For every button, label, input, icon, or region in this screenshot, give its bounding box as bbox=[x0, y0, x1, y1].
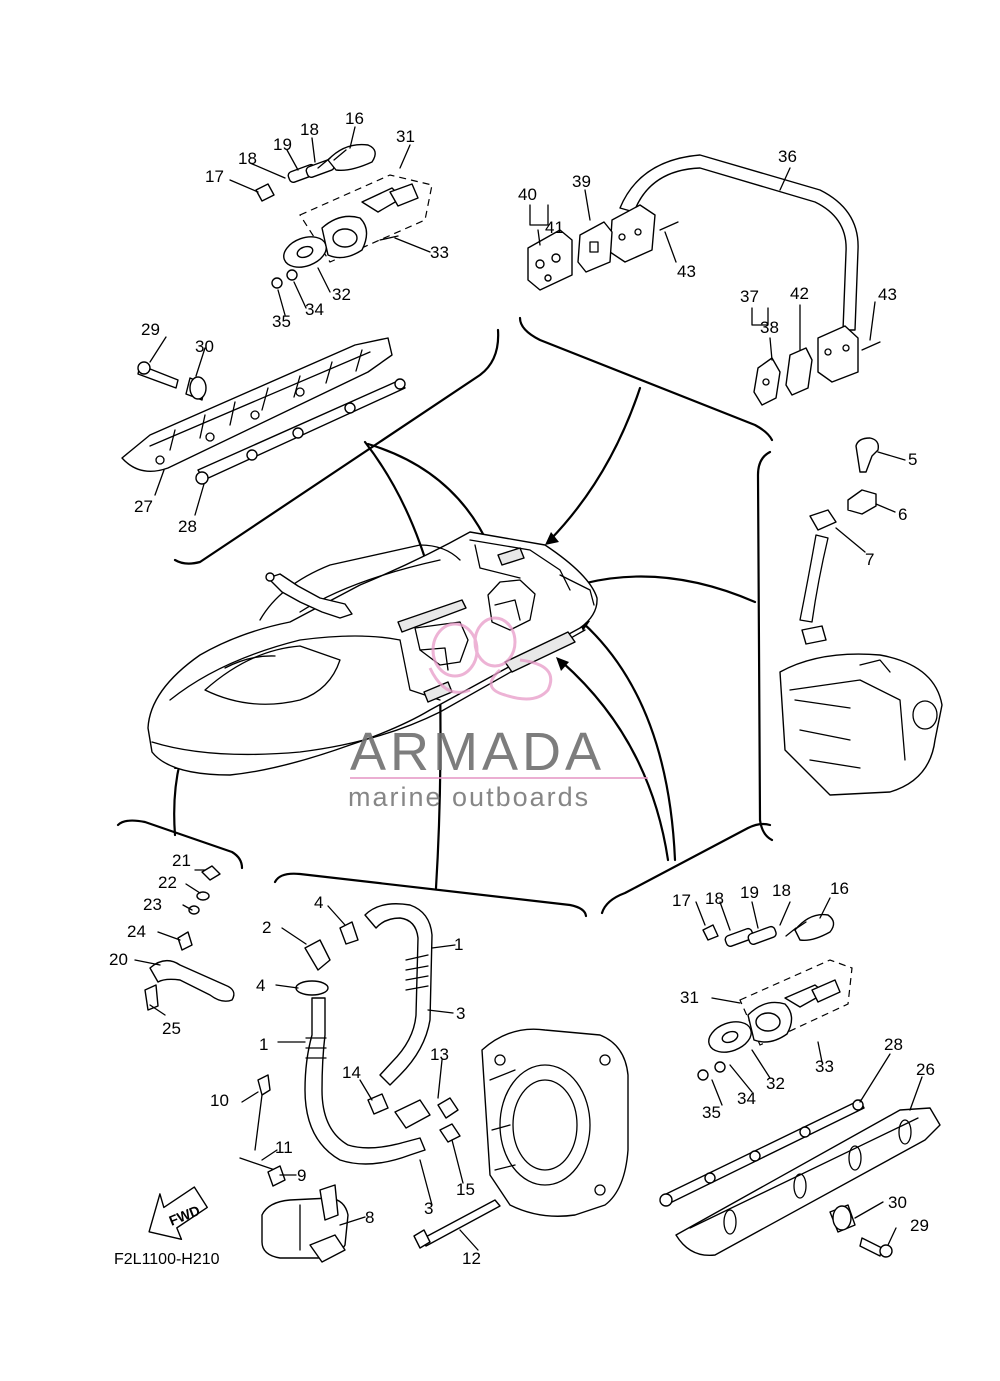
callout-35: 35 bbox=[272, 312, 291, 331]
group-brackets bbox=[116, 316, 774, 918]
drawing-code: F2L1100-H210 bbox=[114, 1251, 220, 1268]
callout-27: 27 bbox=[134, 497, 153, 516]
watermark-brand: ARMADA bbox=[350, 722, 605, 782]
callout-39: 39 bbox=[572, 172, 591, 191]
callout-8: 8 bbox=[365, 1208, 374, 1227]
callout-32: 32 bbox=[332, 285, 351, 304]
grab-handle-assembly bbox=[527, 154, 881, 406]
callout-1: 1 bbox=[454, 935, 463, 954]
drain-plug-assembly-top bbox=[255, 143, 433, 289]
callout-30: 30 bbox=[888, 1193, 907, 1212]
callout-4: 4 bbox=[256, 976, 265, 995]
callout-43: 43 bbox=[677, 262, 696, 281]
callout-16: 16 bbox=[830, 879, 849, 898]
callout-17: 17 bbox=[672, 891, 691, 910]
callout-32: 32 bbox=[766, 1074, 785, 1093]
callout-23: 23 bbox=[143, 895, 162, 914]
callout-21: 21 bbox=[172, 851, 191, 870]
callout-leaders bbox=[134, 126, 923, 1251]
callout-6: 6 bbox=[898, 505, 907, 524]
forward-direction-arrow: FWD bbox=[148, 1186, 208, 1241]
callout-33: 33 bbox=[815, 1057, 834, 1076]
jet-pump-cooling bbox=[779, 437, 943, 796]
callout-33: 33 bbox=[430, 243, 449, 262]
callout-2: 2 bbox=[262, 918, 271, 937]
callout-18: 18 bbox=[705, 889, 724, 908]
callout-28: 28 bbox=[884, 1035, 903, 1054]
callout-26: 26 bbox=[916, 1060, 935, 1079]
callout-19: 19 bbox=[273, 135, 292, 154]
callout-11: 11 bbox=[275, 1138, 293, 1157]
callout-29: 29 bbox=[141, 320, 160, 339]
watercraft-hull bbox=[147, 531, 598, 776]
callout-24: 24 bbox=[127, 922, 146, 941]
callout-numbers: 17 18 19 18 16 31 33 32 34 35 29 30 27 2… bbox=[109, 109, 935, 1268]
callout-40: 40 bbox=[518, 185, 537, 204]
callout-31: 31 bbox=[680, 988, 699, 1007]
callout-18: 18 bbox=[300, 120, 319, 139]
callout-37: 37 bbox=[740, 287, 759, 306]
callout-10: 10 bbox=[210, 1091, 229, 1110]
callout-36: 36 bbox=[778, 147, 797, 166]
callout-17: 17 bbox=[205, 167, 224, 186]
callout-9: 9 bbox=[297, 1166, 306, 1185]
callout-1: 1 bbox=[259, 1035, 268, 1054]
callout-29: 29 bbox=[910, 1216, 929, 1235]
hose-tank-assembly bbox=[239, 903, 629, 1263]
callout-19: 19 bbox=[740, 883, 759, 902]
callout-20: 20 bbox=[109, 950, 128, 969]
callout-14: 14 bbox=[342, 1063, 361, 1082]
callout-34: 34 bbox=[737, 1089, 756, 1108]
drain-plug-assembly-lower bbox=[659, 913, 941, 1258]
callout-22: 22 bbox=[158, 873, 177, 892]
watermark-logo-mark bbox=[428, 616, 553, 701]
callout-13: 13 bbox=[430, 1045, 449, 1064]
guard-rail-top bbox=[121, 337, 406, 485]
watermark-tagline: marine outboards bbox=[348, 782, 590, 812]
callout-41: 41 bbox=[545, 218, 564, 237]
callout-12: 12 bbox=[462, 1249, 481, 1268]
callout-3: 3 bbox=[424, 1199, 433, 1218]
callout-31: 31 bbox=[396, 127, 415, 146]
callout-43: 43 bbox=[878, 285, 897, 304]
bracket-assembly bbox=[144, 865, 235, 1011]
callout-30: 30 bbox=[195, 337, 214, 356]
watermark: ARMADA marine outboards bbox=[348, 616, 648, 812]
callout-3: 3 bbox=[456, 1004, 465, 1023]
callout-18: 18 bbox=[772, 881, 791, 900]
callout-25: 25 bbox=[162, 1019, 181, 1038]
callout-28: 28 bbox=[178, 517, 197, 536]
callout-15: 15 bbox=[456, 1180, 475, 1199]
callout-35: 35 bbox=[702, 1103, 721, 1122]
callout-18: 18 bbox=[238, 149, 257, 168]
callout-7: 7 bbox=[865, 550, 874, 569]
callout-34: 34 bbox=[305, 300, 324, 319]
callout-5: 5 bbox=[908, 450, 917, 469]
callout-16: 16 bbox=[345, 109, 364, 128]
callout-4: 4 bbox=[314, 893, 323, 912]
callout-42: 42 bbox=[790, 284, 809, 303]
callout-38: 38 bbox=[760, 318, 779, 337]
